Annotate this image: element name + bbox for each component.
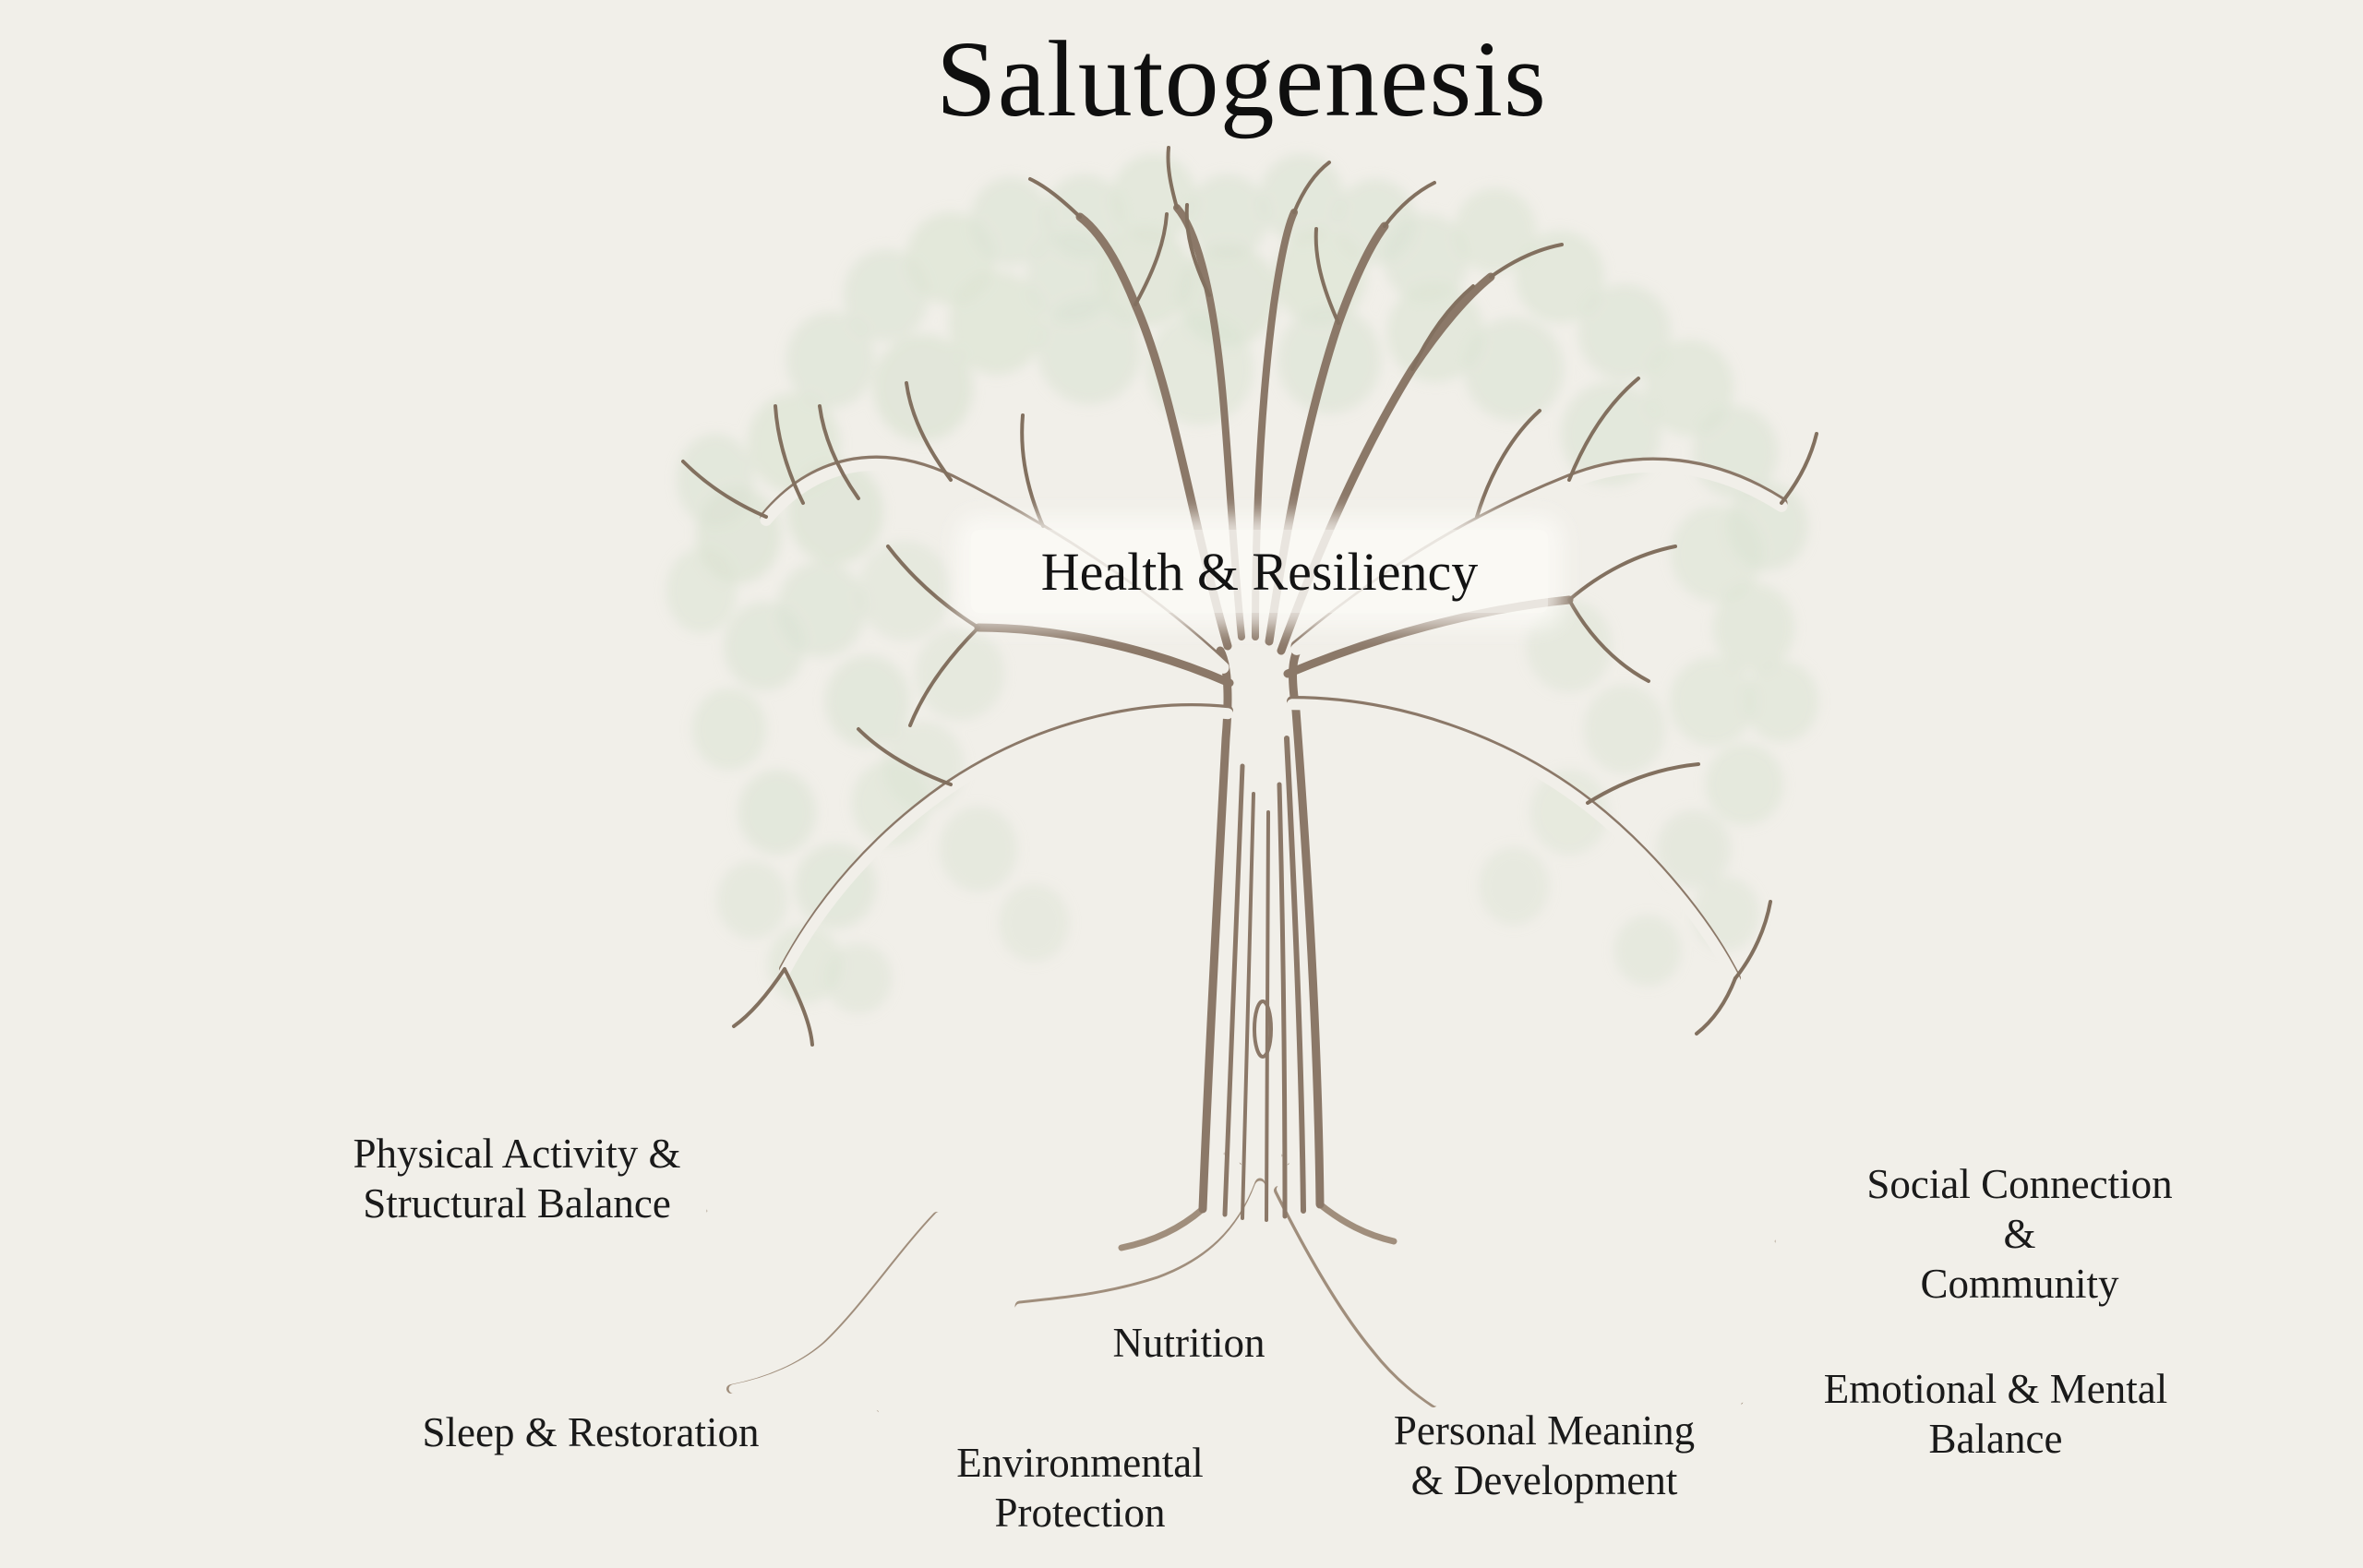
root-label-social-connection: Social Connection & Community [1866, 1161, 2173, 1307]
canopy-leaves-group [666, 154, 1818, 1013]
roots-group [706, 1151, 1776, 1409]
canopy-label-band: Health & Resiliency [971, 530, 1548, 613]
root-label-physical-activity: Physical Activity & Structural Balance [353, 1131, 681, 1227]
root-label-nutrition: Nutrition [1112, 1320, 1265, 1366]
page-title: Salutogenesis [936, 18, 1547, 139]
root-label-emotional-mental: Emotional & Mental Balance [1823, 1366, 2168, 1462]
trunk-group [1198, 641, 1325, 1222]
root-label-personal-meaning: Personal Meaning & Development [1393, 1407, 1696, 1503]
root-label-sleep-restoration: Sleep & Restoration [422, 1409, 760, 1455]
canopy-label: Health & Resiliency [1040, 541, 1479, 602]
root-label-environmental-protection: Environmental Protection [956, 1440, 1204, 1536]
